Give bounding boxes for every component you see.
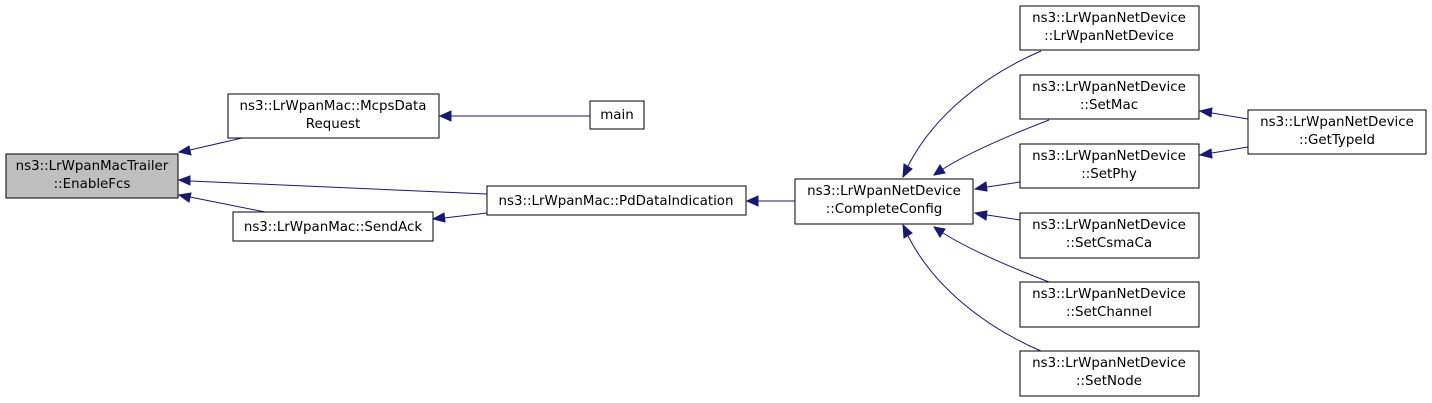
node-setnode-line-1: ns3::LrWpanNetDevice xyxy=(1032,356,1186,371)
edge-setphy-to-completeconfig xyxy=(973,181,1021,192)
node-pddataindication-line-1: ns3::LrWpanMac::PdDataIndication xyxy=(499,194,734,209)
node-setnode-line-2: ::SetNode xyxy=(1076,374,1142,389)
node-enablefcs-line-2: ::EnableFcs xyxy=(54,177,131,192)
node-setphy-line-2: ::SetPhy xyxy=(1081,167,1137,182)
node-setphy[interactable]: ns3::LrWpanNetDevice ::SetPhy xyxy=(1019,143,1200,189)
node-mcpsdatarequest[interactable]: ns3::LrWpanMac::McpsData Request xyxy=(227,93,440,139)
node-mcpsdatarequest-line-2: Request xyxy=(306,117,360,132)
edge-pddataindication-to-sendack xyxy=(431,212,488,223)
edge-gettypeid-to-setmac xyxy=(1198,107,1249,120)
node-mcpsdatarequest-line-1: ns3::LrWpanMac::McpsData xyxy=(240,99,427,114)
node-ctor-line-1: ns3::LrWpanNetDevice xyxy=(1032,11,1186,26)
edge-completeconfig-to-pddataindication xyxy=(745,195,795,207)
edge-pddataindication-to-enablefcs xyxy=(177,175,488,195)
node-setmac-line-2: ::SetMac xyxy=(1080,98,1138,113)
edge-ctor-to-completeconfig xyxy=(902,50,1042,179)
node-lrwpannetdevice-ctor[interactable]: ns3::LrWpanNetDevice ::LrWpanNetDevice xyxy=(1019,5,1200,51)
edge-main-to-mcpsdatarequest xyxy=(438,110,590,122)
node-setmac[interactable]: ns3::LrWpanNetDevice ::SetMac xyxy=(1019,74,1200,120)
node-setchannel[interactable]: ns3::LrWpanNetDevice ::SetChannel xyxy=(1019,281,1200,328)
edge-sendack-to-enablefcs xyxy=(177,192,266,213)
node-enablefcs-line-1: ns3::LrWpanMacTrailer xyxy=(16,159,169,174)
node-setcsmaca[interactable]: ns3::LrWpanNetDevice ::SetCsmaCa xyxy=(1019,212,1200,259)
node-main-line-1: main xyxy=(600,108,633,123)
node-gettypeid-line-1: ns3::LrWpanNetDevice xyxy=(1260,115,1414,130)
node-completeconfig-line-1: ns3::LrWpanNetDevice xyxy=(807,184,961,199)
node-setmac-line-1: ns3::LrWpanNetDevice xyxy=(1032,80,1186,95)
node-setchannel-line-2: ::SetChannel xyxy=(1066,305,1152,320)
node-setcsmaca-line-1: ns3::LrWpanNetDevice xyxy=(1032,218,1186,233)
node-pddataindication[interactable]: ns3::LrWpanMac::PdDataIndication xyxy=(486,185,747,216)
edge-setchannel-to-completeconfig xyxy=(933,226,1050,283)
edge-mcpsdatarequest-to-enablefcs xyxy=(177,137,243,156)
node-sendack[interactable]: ns3::LrWpanMac::SendAck xyxy=(232,211,434,242)
node-sendack-line-1: ns3::LrWpanMac::SendAck xyxy=(244,220,423,235)
node-setchannel-line-1: ns3::LrWpanNetDevice xyxy=(1032,287,1186,302)
edge-setmac-to-completeconfig xyxy=(933,119,1050,176)
node-enablefcs[interactable]: ns3::LrWpanMacTrailer ::EnableFcs xyxy=(5,153,179,199)
node-completeconfig[interactable]: ns3::LrWpanNetDevice ::CompleteConfig xyxy=(794,178,974,225)
node-setphy-line-1: ns3::LrWpanNetDevice xyxy=(1032,149,1186,164)
node-gettypeid[interactable]: ns3::LrWpanNetDevice ::GetTypeId xyxy=(1247,109,1427,155)
edges xyxy=(177,50,1249,352)
edge-gettypeid-to-setphy xyxy=(1198,146,1249,159)
node-gettypeid-line-2: ::GetTypeId xyxy=(1299,133,1375,148)
node-setcsmaca-line-2: ::SetCsmaCa xyxy=(1066,236,1152,251)
node-setnode[interactable]: ns3::LrWpanNetDevice ::SetNode xyxy=(1019,350,1200,397)
edge-setnode-to-completeconfig xyxy=(902,223,1042,352)
node-main[interactable]: main xyxy=(589,100,645,130)
node-completeconfig-line-2: ::CompleteConfig xyxy=(826,202,943,217)
edge-setcsmaca-to-completeconfig xyxy=(973,210,1021,221)
nodes: ns3::LrWpanMacTrailer ::EnableFcs ns3::L… xyxy=(5,5,1427,397)
node-ctor-line-2: ::LrWpanNetDevice xyxy=(1044,29,1174,44)
